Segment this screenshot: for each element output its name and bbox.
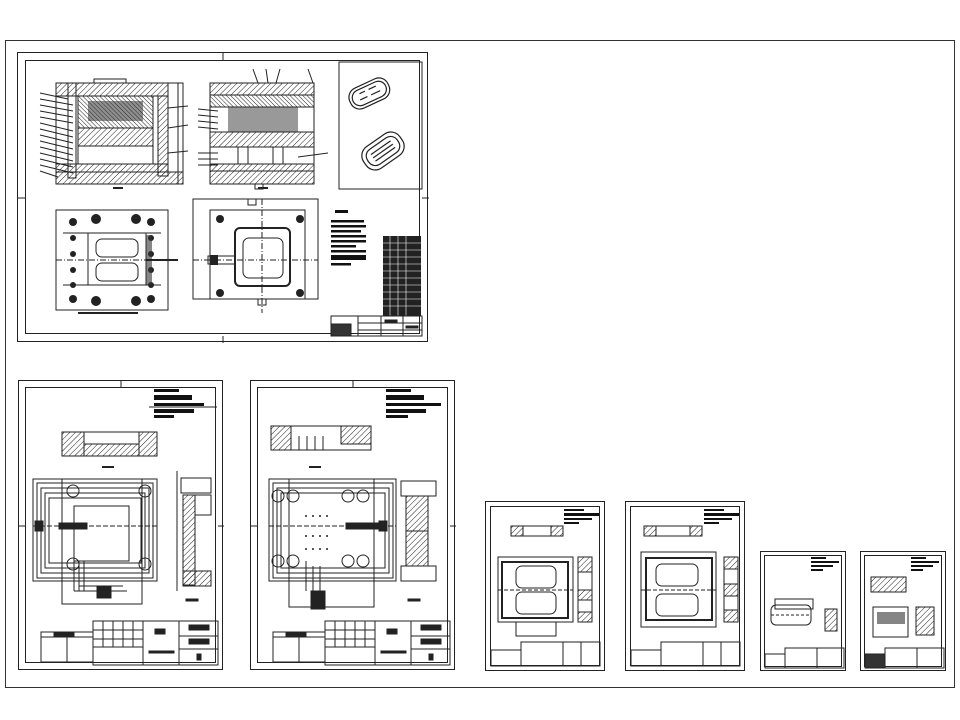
- 3d-part-render: [338, 61, 423, 190]
- tolerance-table: [40, 631, 94, 663]
- sheet-inner-border: [257, 387, 448, 663]
- sheet-inner-border: [864, 555, 942, 667]
- assembly-drawing-graphics: [18, 53, 429, 343]
- model-space-frame: [5, 40, 955, 688]
- side-section: [400, 480, 437, 602]
- section-view: [61, 431, 158, 468]
- sheet-lifter[interactable]: [860, 551, 946, 671]
- title-block: [330, 315, 423, 337]
- notes: [154, 389, 204, 418]
- title-block: [324, 620, 451, 666]
- plan-view: [268, 478, 397, 610]
- sheet-inner-border: [764, 555, 842, 667]
- core-insert-graphics: [490, 509, 601, 667]
- cavity-plate-graphics: [251, 381, 456, 666]
- fixed-half-plan: [192, 198, 319, 313]
- moving-half-plan: [55, 209, 178, 314]
- cavity-insert-graphics: [630, 509, 741, 667]
- sheet-cavity-insert[interactable]: [625, 501, 745, 671]
- technical-notes: [331, 210, 366, 266]
- bill-of-materials: [383, 236, 421, 316]
- core-plate-graphics: [19, 381, 224, 666]
- sheet-slider[interactable]: [760, 551, 846, 671]
- sheet-core-plate[interactable]: [18, 380, 224, 670]
- sheet-inner-border: [25, 387, 216, 663]
- sheet-cavity-plate[interactable]: [250, 380, 456, 670]
- slider-graphics: [764, 557, 845, 669]
- sheet-core-insert[interactable]: [485, 501, 605, 671]
- sheet-inner-border: [25, 60, 420, 334]
- sheet-mold-assembly[interactable]: [17, 52, 429, 343]
- tolerance-table: [272, 631, 326, 663]
- plan-view: [32, 478, 158, 605]
- title-block: [92, 620, 219, 666]
- lifter-graphics: [864, 557, 945, 669]
- notes: [386, 389, 441, 418]
- section-view: [270, 425, 372, 468]
- side-section: [176, 471, 212, 602]
- section-view-a: [39, 78, 189, 189]
- section-view-b: [197, 68, 329, 190]
